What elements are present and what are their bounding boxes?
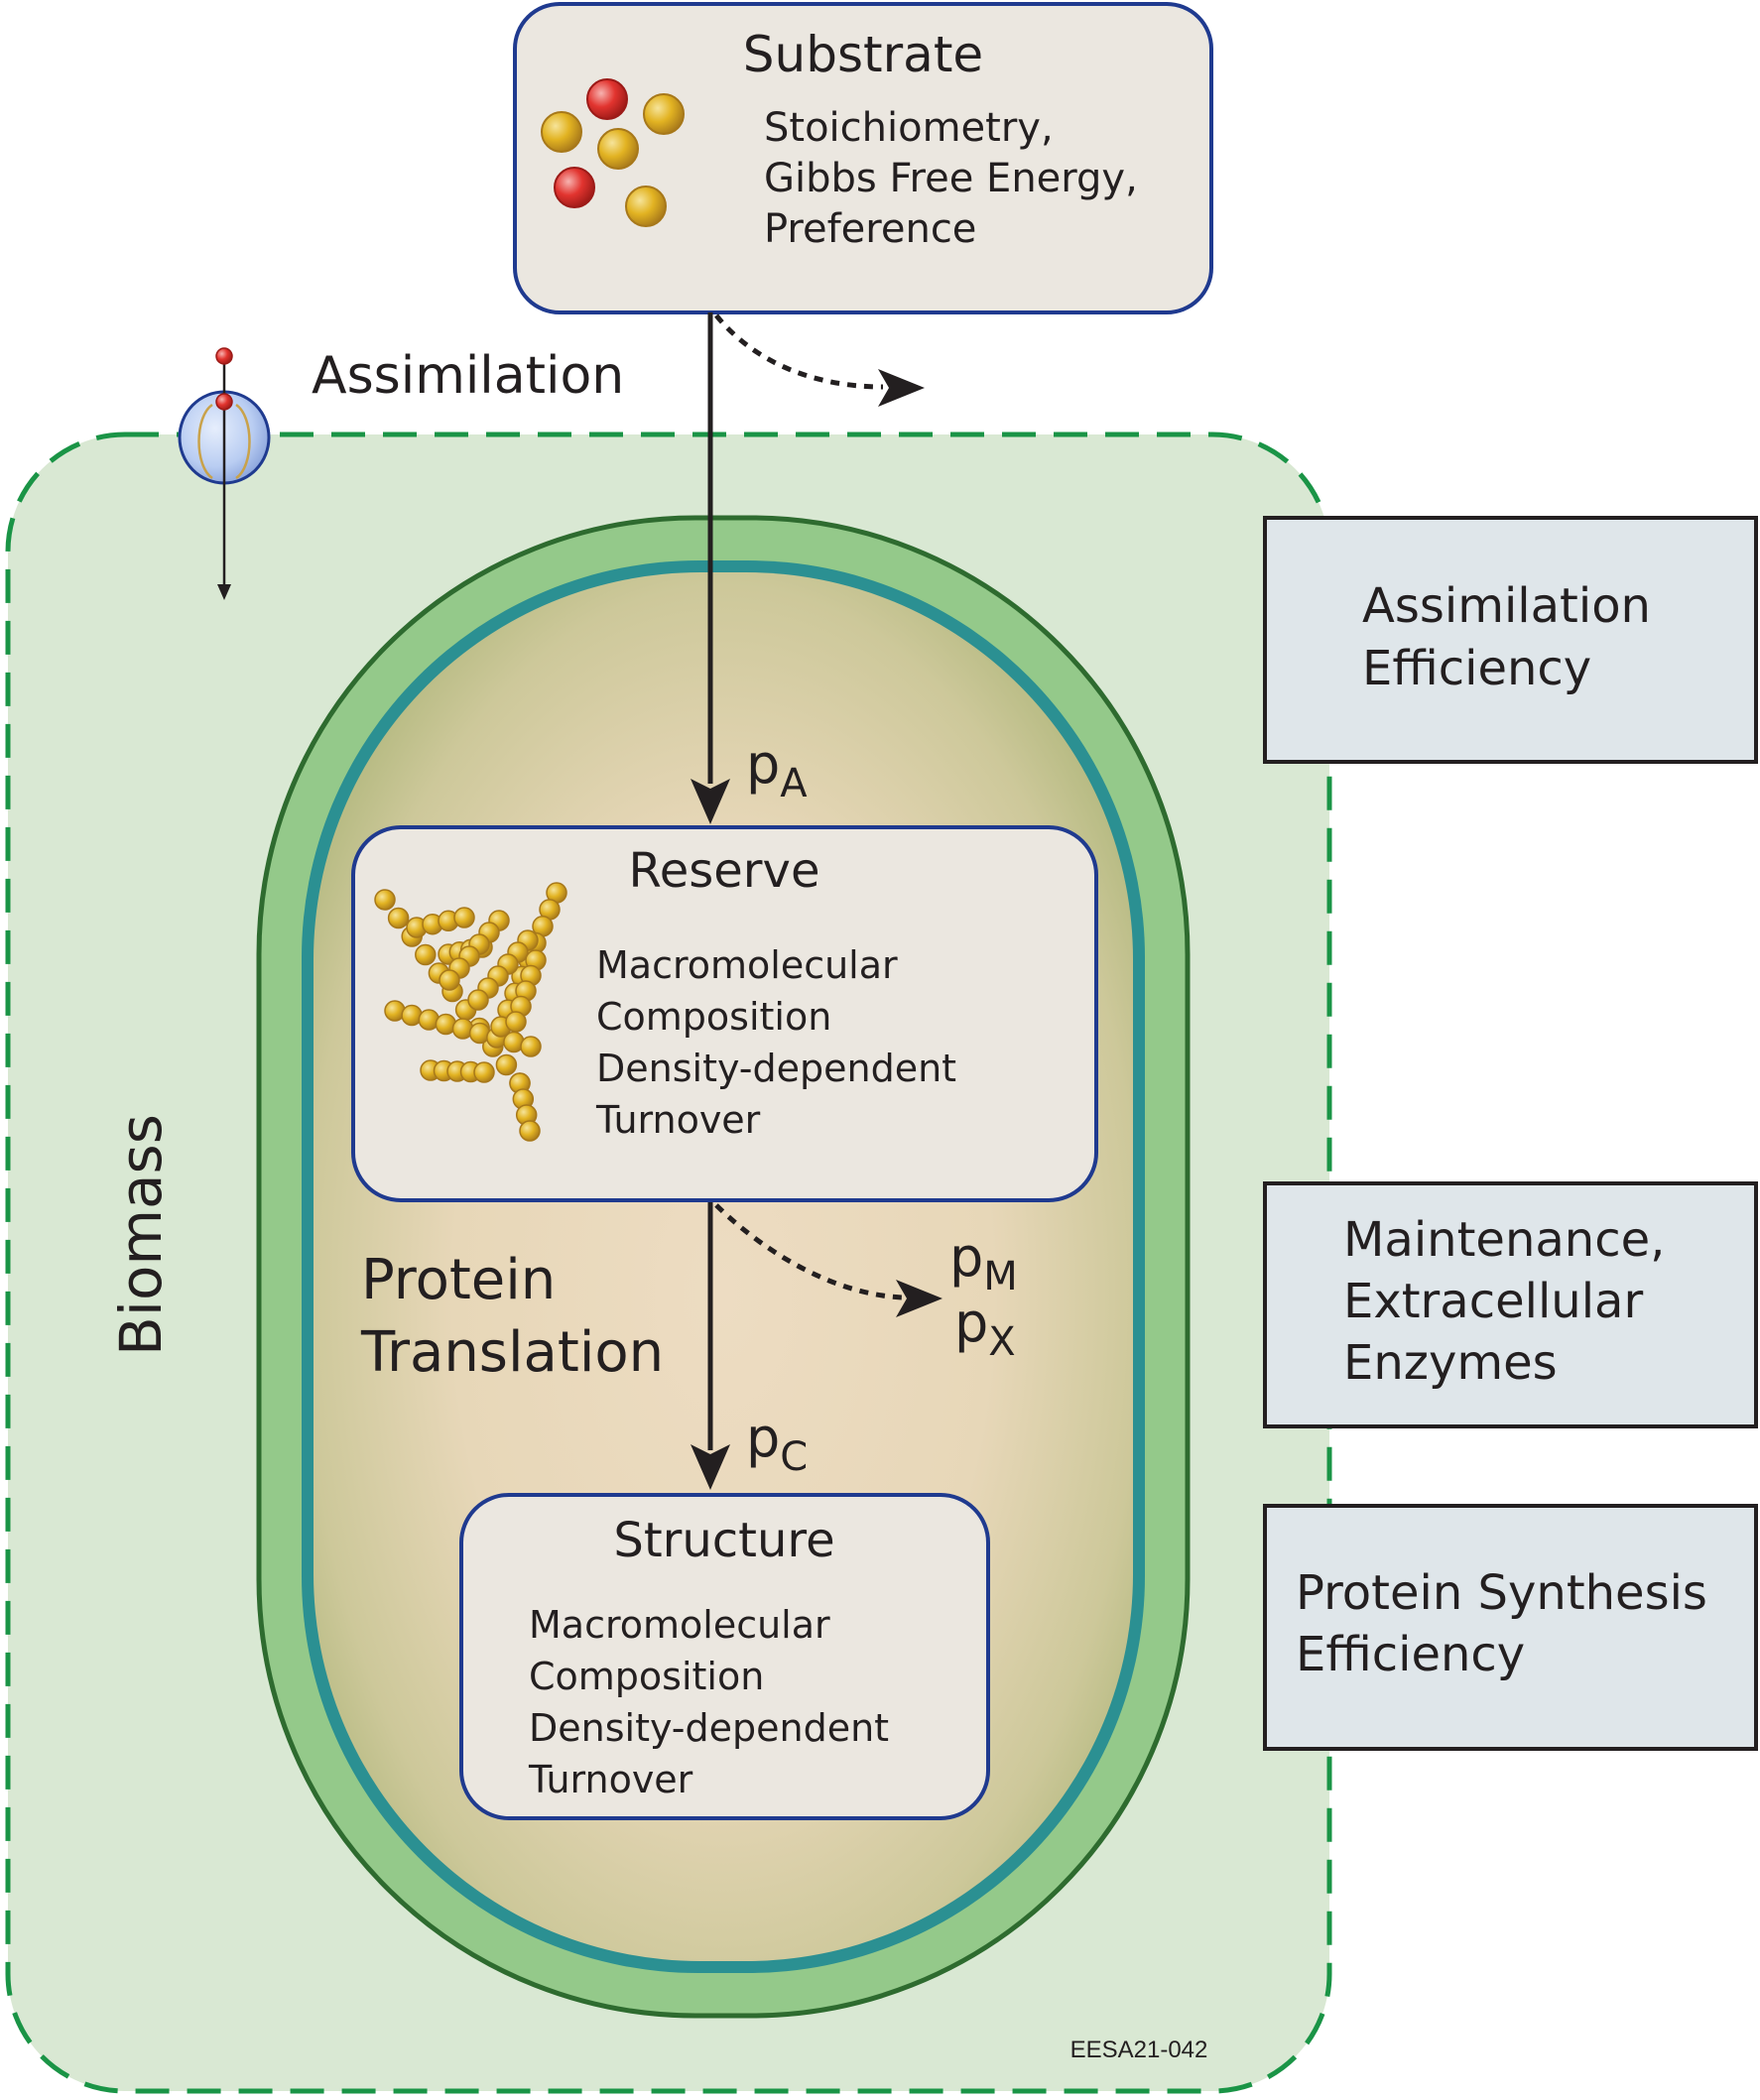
glucose-unit	[453, 907, 475, 928]
reserve-line: Macromolecular	[596, 943, 898, 987]
protein-translation-label: Protein	[361, 1248, 556, 1312]
structure-box	[459, 1493, 990, 1820]
side-box-assimilation-efficiency	[1263, 516, 1758, 764]
maintenance-flux-arrow	[714, 1203, 943, 1317]
glucose-unit	[520, 1036, 542, 1057]
structure-title: Structure	[613, 1513, 834, 1568]
substrate-loss-arrow	[714, 313, 925, 407]
flux-p: p	[949, 1226, 983, 1289]
structure-line: Turnover	[528, 1758, 693, 1801]
glucose-unit	[495, 1053, 518, 1076]
glucose-unit	[467, 989, 489, 1011]
glucose-unit	[473, 1061, 495, 1083]
assimilation-label: Assimilation	[312, 346, 624, 406]
substrate-line: Gibbs Free Energy,	[764, 156, 1138, 201]
glucose-unit	[374, 889, 396, 911]
side-box-line: Enzymes	[1343, 1335, 1558, 1391]
glucose-unit	[387, 907, 410, 929]
flux-subscript: X	[988, 1319, 1015, 1365]
structure-line: Composition	[529, 1655, 764, 1698]
glucose-unit	[439, 969, 460, 991]
substrate-box	[513, 2, 1213, 314]
substrate-title: Substrate	[743, 26, 983, 83]
side-box-line: Maintenance,	[1343, 1212, 1665, 1268]
flux-p: p	[954, 1292, 988, 1354]
glycogen-chain-icon	[374, 882, 567, 1142]
flux-label-pA: pA	[746, 733, 808, 806]
growth-flux-arrow	[691, 1202, 730, 1490]
reserve-line: Composition	[596, 995, 831, 1039]
glucose-unit	[519, 1120, 541, 1142]
reserve-title: Reserve	[629, 843, 820, 899]
flux-label-pM: pM	[949, 1226, 1018, 1299]
structure-line: Macromolecular	[529, 1603, 830, 1647]
side-box-line: Efficiency	[1296, 1627, 1525, 1682]
substrate-molecules-icon	[541, 78, 685, 227]
structure-line: Density-dependent	[529, 1706, 889, 1750]
figure-id: EESA21-042	[1070, 2037, 1208, 2063]
substrate-line: Preference	[764, 206, 976, 252]
side-box-protein-synthesis-efficiency	[1263, 1504, 1758, 1751]
glucose-unit	[505, 1011, 527, 1033]
side-box-line: Assimilation	[1362, 578, 1651, 634]
protein-translation-label: Translation	[360, 1320, 664, 1385]
side-box-maintenance	[1263, 1181, 1758, 1428]
reserve-line: Turnover	[595, 1098, 761, 1142]
flux-subscript: C	[780, 1434, 808, 1480]
glucose-unit	[415, 943, 437, 966]
flux-p: p	[746, 733, 780, 796]
assimilation-flux-arrow	[691, 312, 730, 824]
flux-label-pC: pC	[746, 1407, 808, 1480]
flux-label-pX: pX	[954, 1292, 1016, 1365]
biomass-label: Biomass	[107, 1114, 175, 1356]
flux-subscript: M	[983, 1254, 1018, 1299]
flux-p: p	[746, 1407, 780, 1469]
reserve-line: Density-dependent	[596, 1047, 956, 1090]
side-box-line: Efficiency	[1362, 641, 1591, 696]
flux-subscript: A	[780, 761, 808, 806]
side-box-line: Extracellular	[1343, 1274, 1643, 1329]
transporter-icon	[178, 347, 271, 600]
side-box-line: Protein Synthesis	[1296, 1565, 1707, 1621]
substrate-line: Stoichiometry,	[764, 105, 1054, 151]
